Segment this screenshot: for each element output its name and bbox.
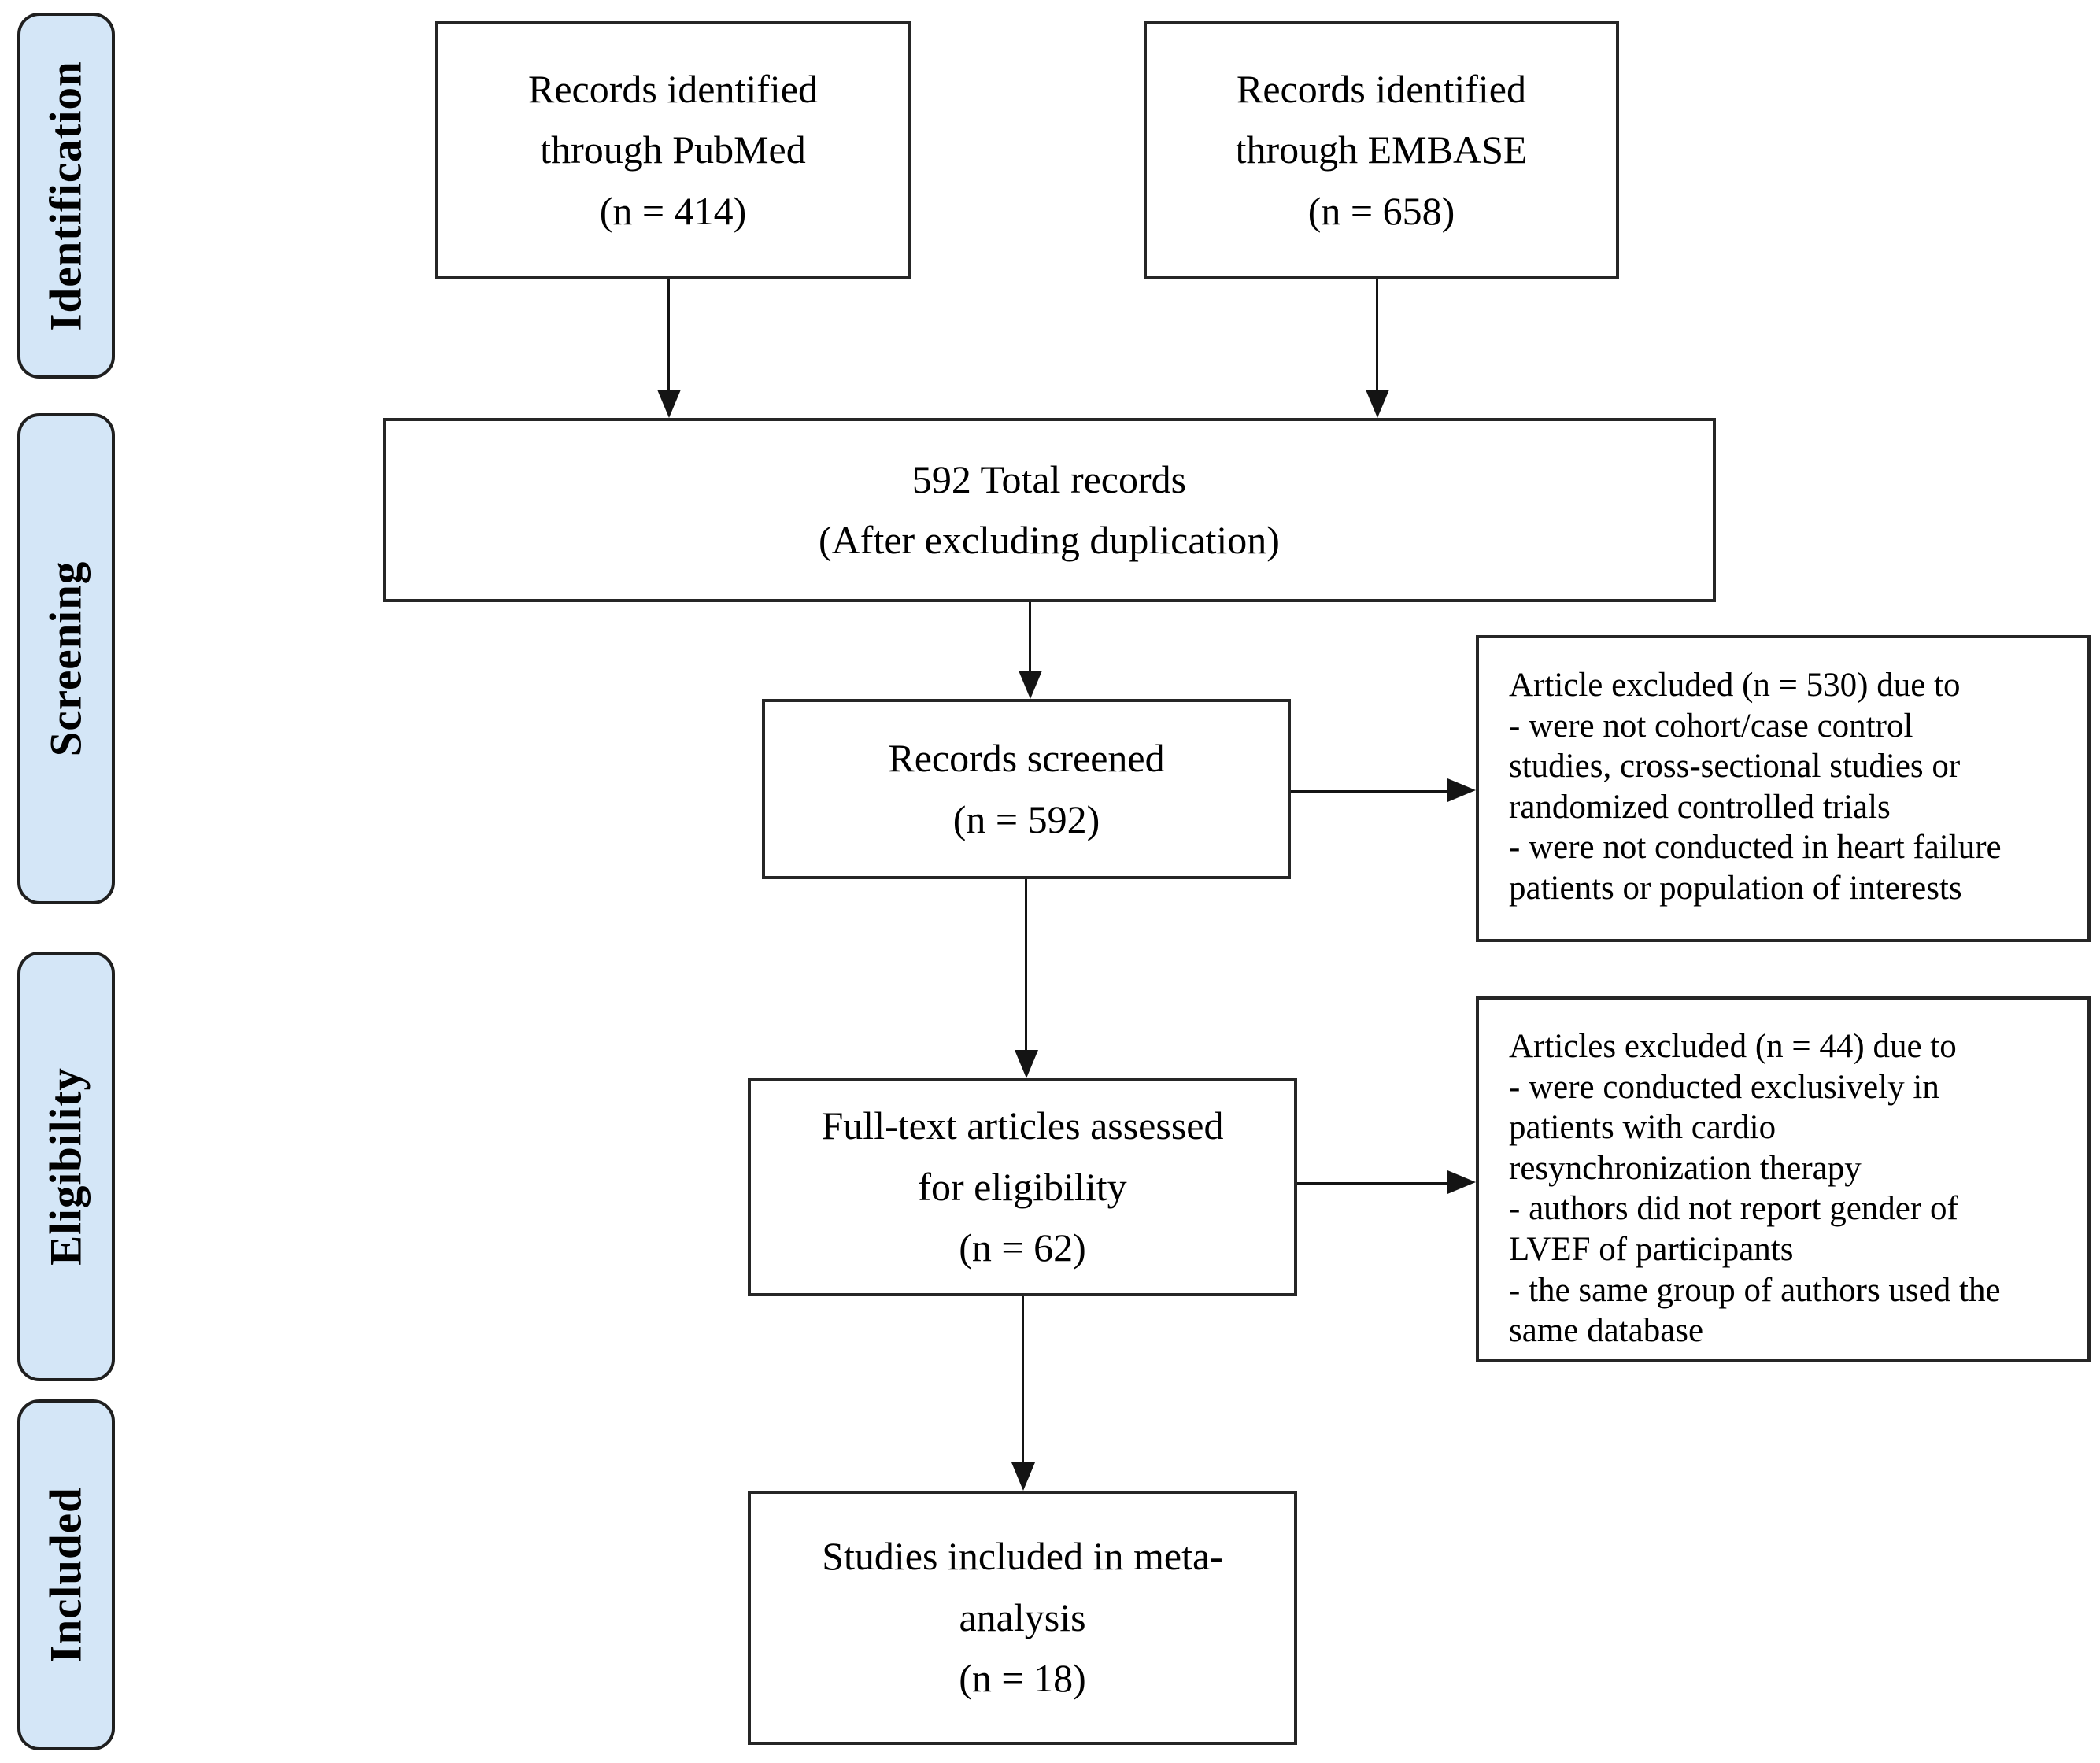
box-records-screened: Records screened (n = 592) (762, 699, 1291, 879)
box-total-records: 592 Total records (After excluding dupli… (383, 418, 1716, 602)
arrowhead-total-to-screened (1019, 671, 1042, 699)
stage-identification-label: Identification (41, 60, 91, 331)
box-studies-included: Studies included in meta- analysis (n = … (748, 1491, 1297, 1745)
box-fulltext-assessed: Full-text articles assessed for eligibil… (748, 1078, 1297, 1296)
connector-fulltext-to-excluded (1297, 1182, 1447, 1185)
box-records-identified-pubmed-text: Records identified through PubMed (n = 4… (528, 66, 818, 233)
stage-screening-label: Screening (41, 560, 91, 757)
stage-screening: Screening (17, 413, 115, 904)
box-records-identified-pubmed: Records identified through PubMed (n = 4… (435, 21, 911, 279)
box-articles-excluded-screening-text: Article excluded (n = 530) due to - were… (1509, 667, 2002, 907)
connector-screened-to-excluded (1291, 790, 1447, 793)
arrowhead-embase-to-total (1366, 390, 1389, 418)
box-fulltext-assessed-text: Full-text articles assessed for eligibil… (821, 1103, 1224, 1270)
arrowhead-pubmed-to-total (657, 390, 681, 418)
box-articles-excluded-screening: Article excluded (n = 530) due to - were… (1476, 635, 2091, 942)
connector-fulltext-to-included (1022, 1296, 1024, 1462)
box-articles-excluded-eligibility-text: Articles excluded (n = 44) due to - were… (1509, 1028, 2001, 1350)
connector-screened-to-fulltext (1025, 879, 1027, 1050)
connector-pubmed-to-total (667, 279, 670, 390)
box-total-records-text: 592 Total records (After excluding dupli… (819, 456, 1280, 563)
box-records-identified-embase: Records identified through EMBASE (n = 6… (1144, 21, 1619, 279)
stage-identification: Identification (17, 13, 115, 379)
connector-total-to-screened (1029, 602, 1031, 671)
connector-embase-to-total (1376, 279, 1378, 390)
stage-included: Included (17, 1399, 115, 1750)
arrowhead-screened-to-fulltext (1015, 1050, 1038, 1078)
arrowhead-screened-to-excluded (1447, 778, 1476, 802)
arrowhead-fulltext-to-excluded (1447, 1170, 1476, 1194)
box-articles-excluded-eligibility: Articles excluded (n = 44) due to - were… (1476, 996, 2091, 1362)
stage-eligibility: Eligibility (17, 952, 115, 1381)
box-records-identified-embase-text: Records identified through EMBASE (n = 6… (1235, 66, 1528, 233)
stage-eligibility-label: Eligibility (41, 1067, 91, 1266)
stage-included-label: Included (41, 1487, 91, 1663)
box-studies-included-text: Studies included in meta- analysis (n = … (822, 1534, 1223, 1701)
arrowhead-fulltext-to-included (1011, 1462, 1035, 1491)
box-records-screened-text: Records screened (n = 592) (888, 736, 1165, 841)
